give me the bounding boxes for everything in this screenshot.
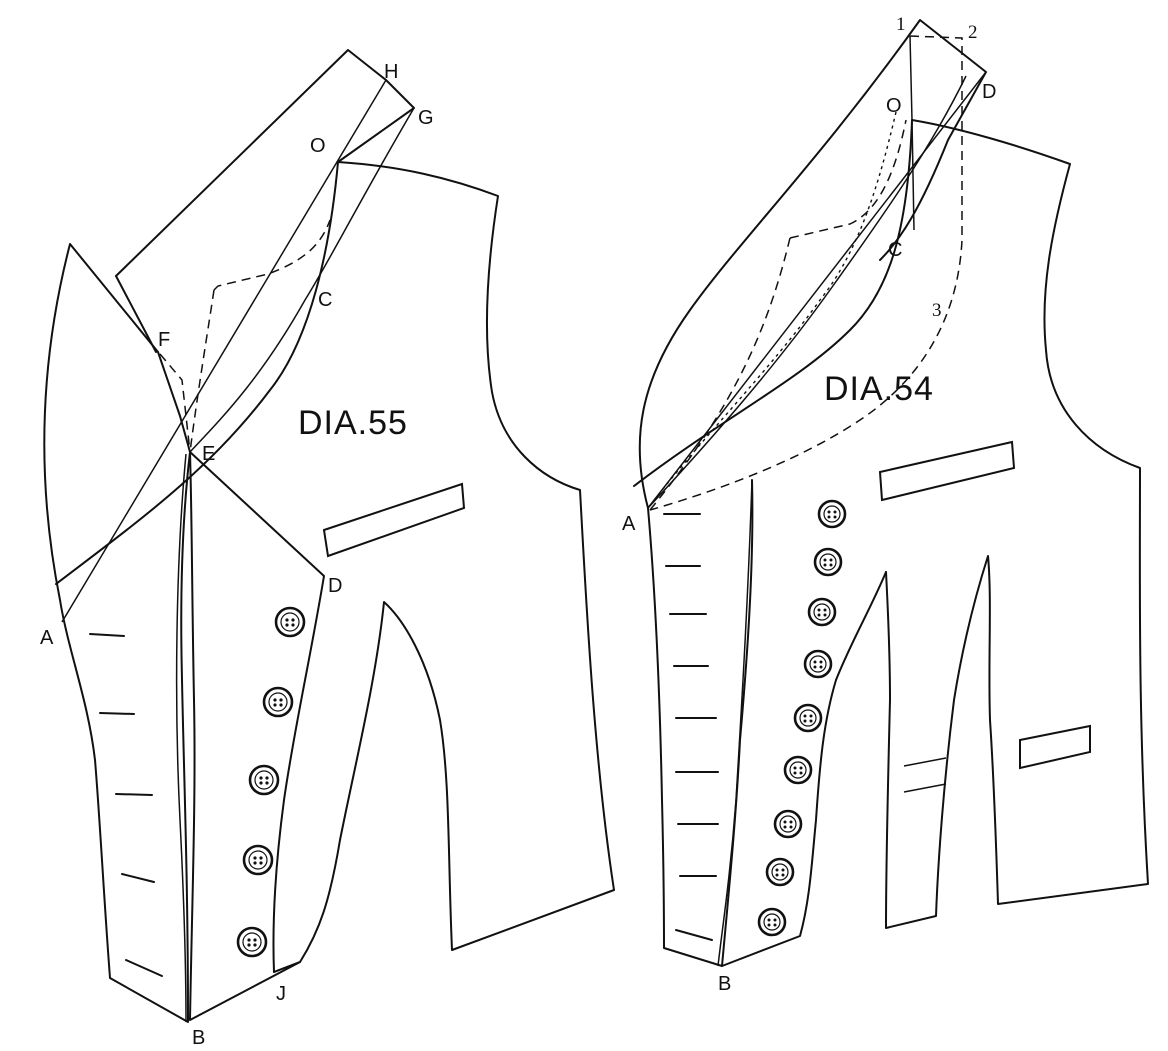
- dia55-buttonhole: [125, 959, 163, 977]
- dia55-label-o: O: [310, 135, 326, 157]
- dia54-button: [807, 597, 837, 627]
- dia55-right-forepart-outline: [189, 451, 325, 1021]
- dia54-label-b: B: [718, 973, 731, 995]
- dia54-buttonhole: [675, 929, 713, 941]
- dia55-button: [236, 926, 268, 958]
- dia54-button: [765, 857, 795, 887]
- dia55-buttonhole: [115, 793, 153, 796]
- dia55-lapel-roll-line: [189, 107, 415, 453]
- dia54-label-1: 1: [896, 14, 906, 35]
- dia54-breast-pocket: [878, 440, 1016, 502]
- dia55-collar-outline: [115, 49, 415, 277]
- dia55-label-g: G: [418, 107, 434, 129]
- dia54-dashed-gorge: [789, 119, 907, 239]
- dia54-dashed-neck: [649, 237, 791, 511]
- dia55-collar-fold-line: [61, 79, 387, 623]
- dia55-left-forepart-outline: [43, 243, 191, 1023]
- dia54-label-d: D: [982, 81, 996, 103]
- dia54-front-edge: [721, 571, 887, 967]
- dia55-button: [274, 606, 306, 638]
- dia54-label-c: C: [888, 239, 902, 261]
- dia55-centre-seam: [175, 453, 187, 1023]
- dia54-button: [817, 499, 847, 529]
- dia55-drawing: H G O C F E D A J B DIA.55: [40, 49, 615, 1049]
- dia55-label-a: A: [40, 627, 54, 649]
- dia55-front-curve: [55, 161, 339, 585]
- dia55-buttonhole: [89, 633, 125, 637]
- dia54-lower-pocket-left: [903, 757, 947, 793]
- dia54-front-curve: [633, 119, 913, 487]
- dia55-buttonhole: [121, 873, 155, 883]
- dia54-button: [793, 703, 823, 733]
- dia55-neck-dashed: [189, 289, 215, 453]
- dia55-button: [262, 686, 294, 718]
- dia55-label-b: B: [192, 1027, 205, 1049]
- dia54-button: [757, 907, 787, 937]
- dia54-forepart-outline: [647, 479, 754, 967]
- dia55-pocket-welt: [322, 482, 466, 558]
- dia55-label-f: F: [158, 329, 170, 351]
- dia55-button: [248, 764, 280, 796]
- dia54-lower-pocket-right: [1019, 724, 1091, 770]
- dia54-button: [813, 547, 843, 577]
- dia55-back-body-outline: [273, 161, 615, 973]
- dia54-label-a: A: [622, 513, 636, 535]
- dia54-collar-fold-line: [647, 71, 987, 509]
- dia54-drawing: 1 2 O D C 3 A B DIA.54: [622, 14, 1149, 995]
- dia55-title: DIA.55: [298, 404, 408, 442]
- dia55-label-c: C: [318, 289, 332, 311]
- dia54-label-2: 2: [968, 22, 978, 43]
- dia55-gorge-dashed: [159, 219, 331, 453]
- dia54-dashed-box: [649, 35, 963, 511]
- dia54-collar-outline: [638, 19, 987, 509]
- dia55-buttonhole: [99, 712, 135, 715]
- dia54-button: [773, 809, 803, 839]
- dia54-button: [783, 755, 813, 785]
- dia54-label-3: 3: [932, 300, 942, 321]
- dia54-label-o: O: [886, 95, 902, 117]
- dia55-label-j: J: [276, 983, 286, 1005]
- dia55-label-e: E: [202, 443, 215, 465]
- dia55-button: [242, 844, 274, 876]
- dia54-button-stand-line: [717, 479, 753, 967]
- dia55-collar-edge: [115, 275, 157, 353]
- dia54-title: DIA.54: [824, 370, 934, 408]
- dia54-roll-line: [647, 75, 967, 509]
- dia54-dotted-curve: [647, 111, 897, 509]
- dia55-label-h: H: [384, 61, 398, 83]
- dia54-back-body-outline: [885, 119, 1149, 929]
- dia54-button: [803, 649, 833, 679]
- dia55-label-d: D: [328, 575, 342, 597]
